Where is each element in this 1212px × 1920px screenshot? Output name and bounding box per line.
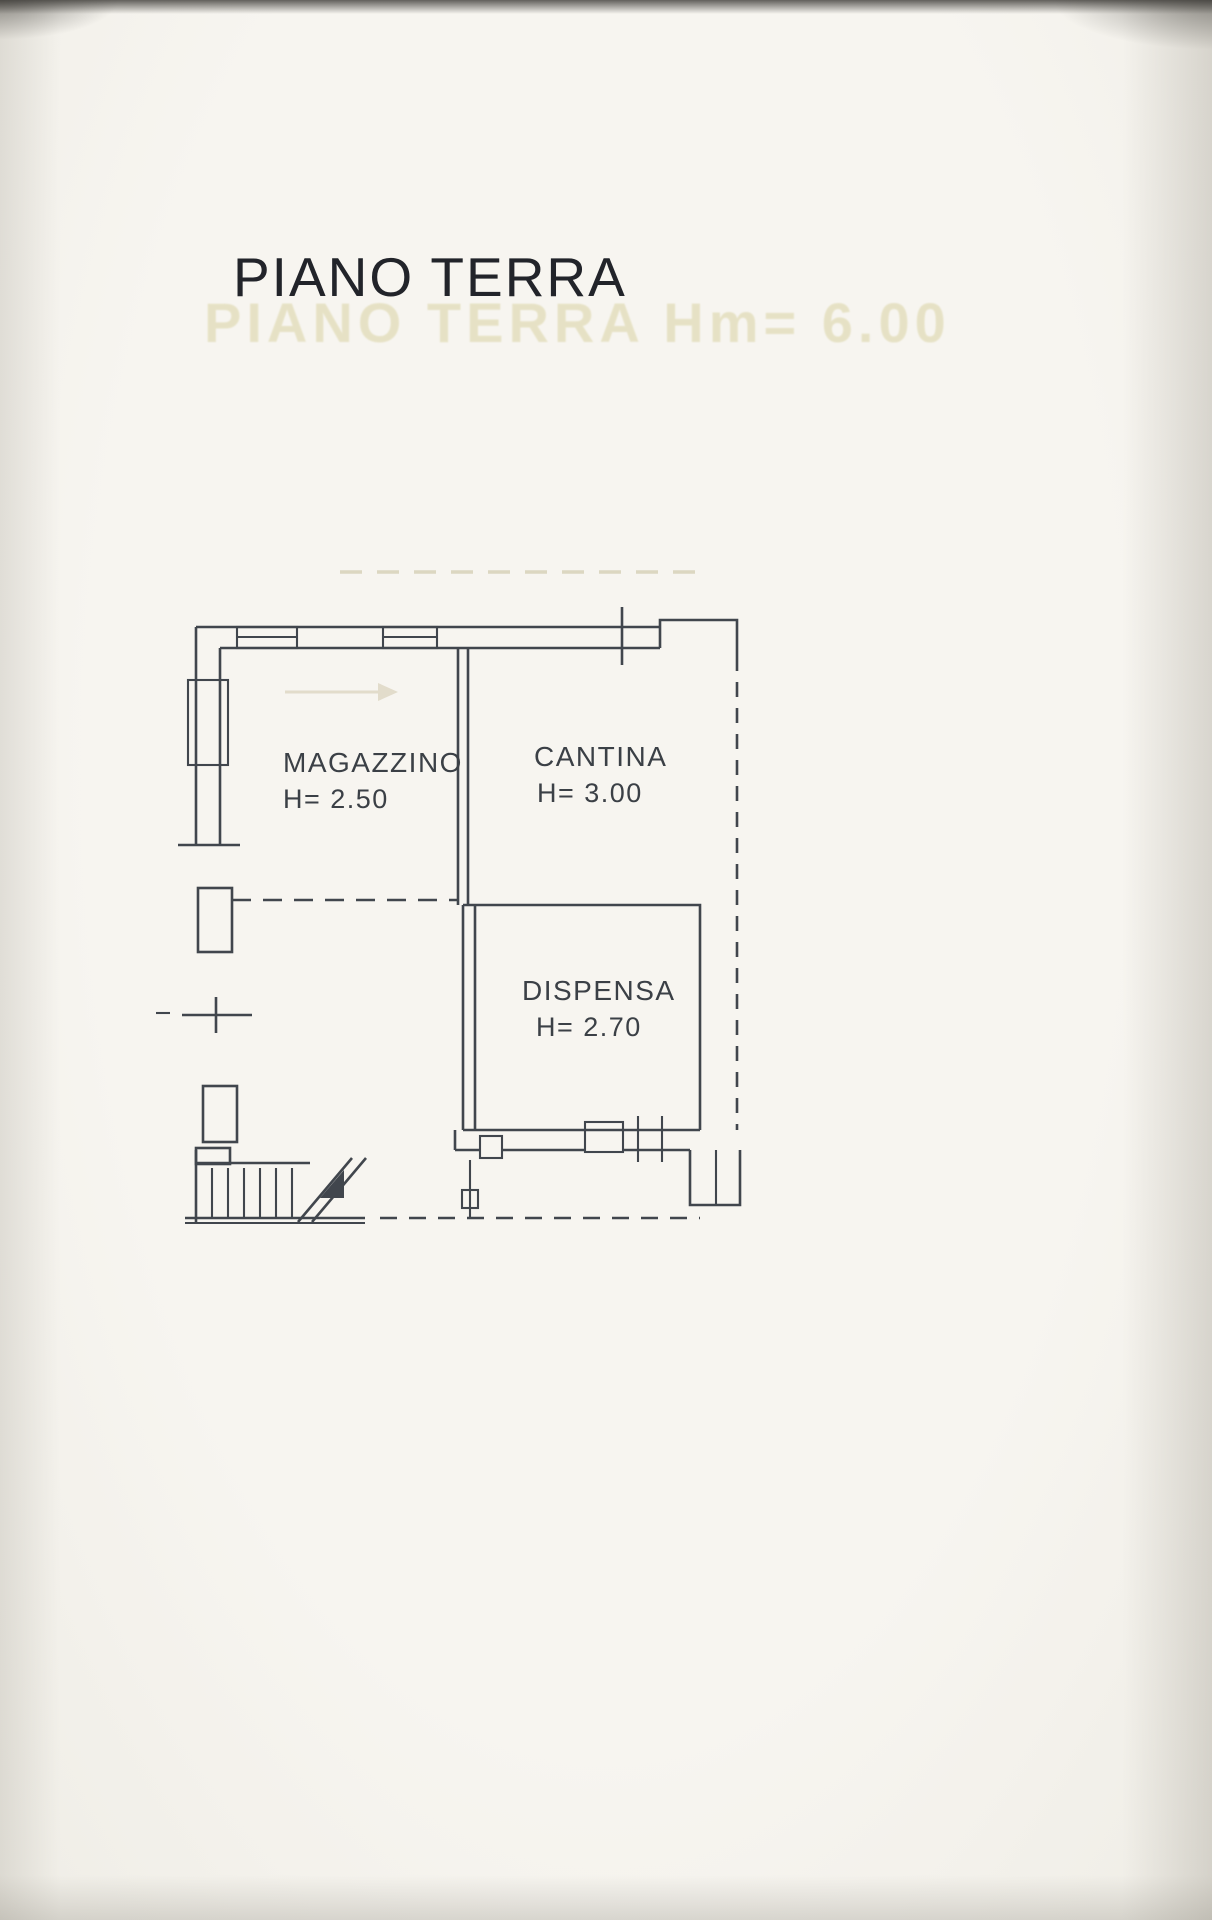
- ghost-arrow-icon: [378, 683, 398, 701]
- room-label-dispensa: DISPENSA: [522, 975, 676, 1006]
- room-labels: MAGAZZINO H= 2.50 CANTINA H= 3.00 DISPEN…: [283, 741, 676, 1042]
- stairs: [194, 1146, 367, 1223]
- page-title: PIANO TERRA: [233, 246, 627, 308]
- room-label-cantina: CANTINA: [534, 741, 667, 772]
- top-wall: [194, 607, 739, 680]
- room-label-magazzino: MAGAZZINO: [283, 747, 463, 778]
- bottom-wall-symbols: [478, 1116, 664, 1162]
- window-symbol: [186, 678, 230, 767]
- ghost-bleedthrough-title: PIANO TERRA Hm= 6.00: [204, 291, 951, 354]
- window-symbol: [235, 625, 439, 650]
- left-wall: [156, 678, 252, 1144]
- bottom-boundary: [185, 1160, 700, 1225]
- interior-wall-vertical: [456, 648, 470, 905]
- dispensa-room-outline: [453, 903, 702, 1152]
- bottom-right-projection: [688, 1150, 742, 1207]
- room-height-magazzino: H= 2.50: [283, 784, 389, 814]
- ghost-bleedthrough-lines: [285, 570, 705, 701]
- stairs-direction-icon: [320, 1170, 344, 1198]
- room-height-cantina: H= 3.00: [537, 778, 643, 808]
- room-height-dispensa: H= 2.70: [536, 1012, 642, 1042]
